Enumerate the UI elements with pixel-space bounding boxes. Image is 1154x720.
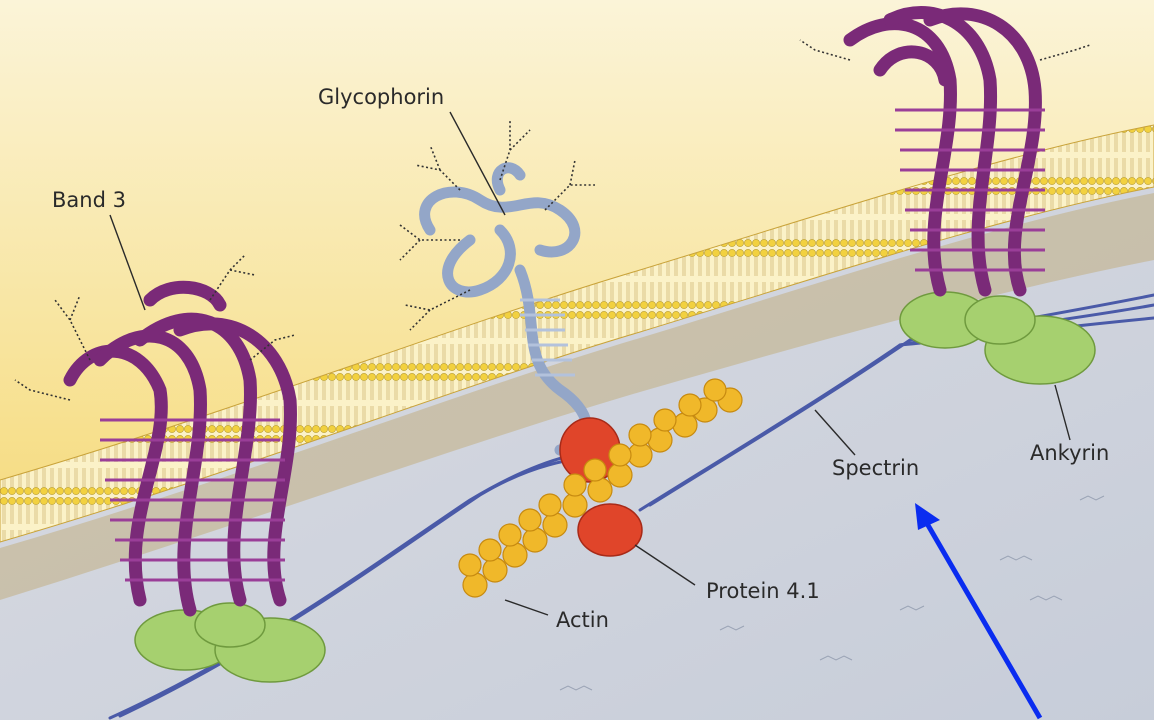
spectrin-label: Spectrin (832, 456, 919, 480)
actin-label: Actin (556, 608, 609, 632)
glycophorin-label: Glycophorin (318, 85, 444, 109)
protein41-label: Protein 4.1 (706, 579, 820, 603)
ankyrin-label: Ankyrin (1030, 441, 1109, 465)
band3-label: Band 3 (52, 188, 126, 212)
